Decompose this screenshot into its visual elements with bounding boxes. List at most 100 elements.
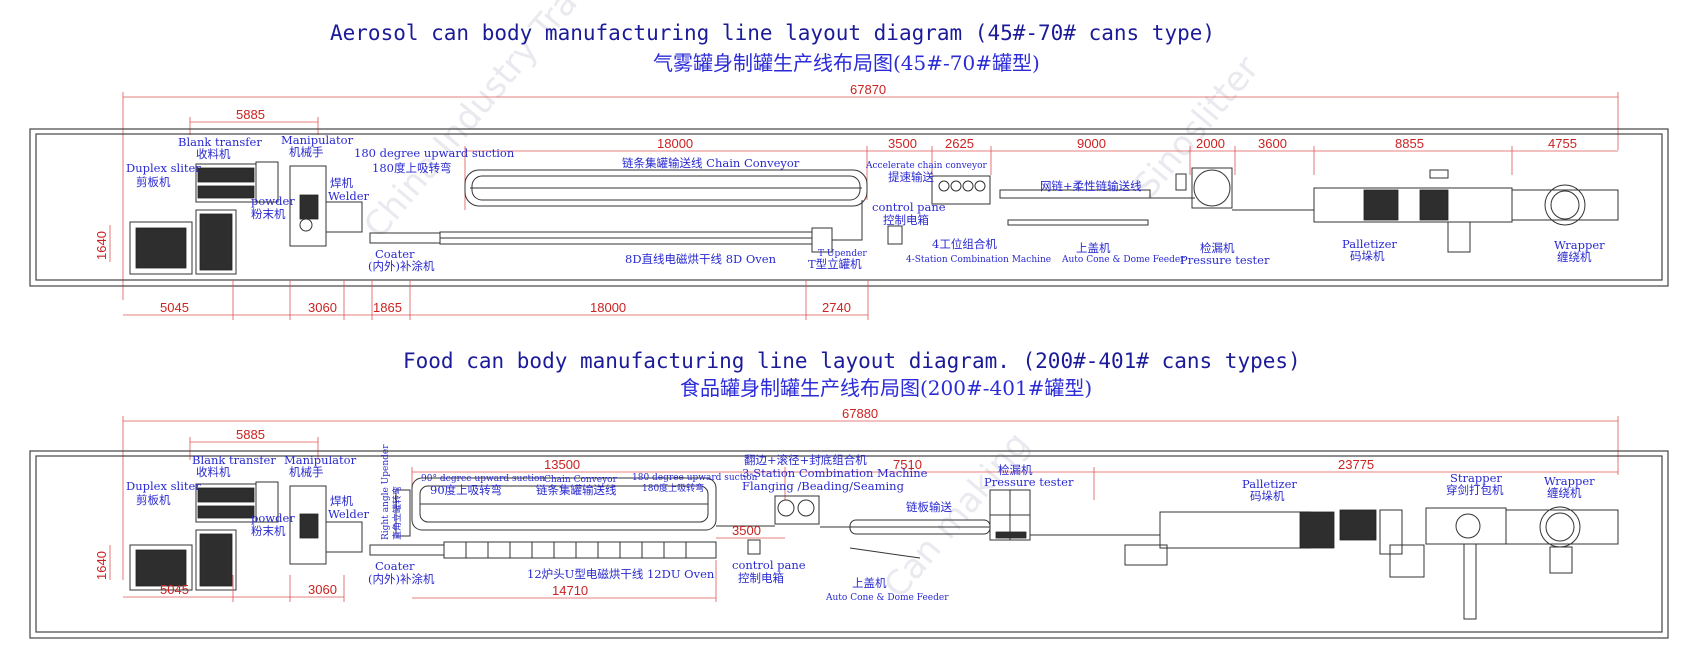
label-accelerate-conveyor-cn: 提速输送: [888, 170, 934, 184]
dim-label: 2625: [945, 136, 974, 151]
dim-label: 9000: [1077, 136, 1106, 151]
label-flanging: Flanging /Beading/Seaming: [742, 479, 905, 493]
label-blank-transfer-cn: 收料机: [196, 147, 231, 161]
bottom-segment-dims: 13500 7510 23775: [411, 457, 1618, 500]
label-manipulator-cn: 机械手: [289, 145, 324, 159]
top-mesh-conveyor: [999, 189, 1195, 226]
label-control-panel-cn: 控制电箱: [738, 571, 784, 585]
label-coater: Coater: [375, 559, 415, 573]
bottom-frame-inner: [35, 455, 1663, 633]
label-suction-180: 180 degree upward suction: [632, 473, 758, 483]
dim-label: 1640: [94, 231, 109, 260]
bottom-3-station-machine: [716, 495, 820, 555]
top-total-dimension: 67870: [122, 82, 1619, 300]
label-chain-conveyor: Chain Conveyor: [544, 475, 618, 485]
top-palletizer: [1232, 169, 1513, 253]
dim-label: 23775: [1338, 457, 1374, 472]
top-dim-1640: 1640: [94, 225, 111, 262]
top-blank-transfer: [195, 161, 279, 203]
label-suction-90: 90° degree upward suction: [421, 474, 545, 484]
label-wrapper-cn: 缠绕机: [1557, 250, 1592, 264]
label-control-panel: control pane: [732, 558, 806, 572]
dim-label: 14710: [552, 583, 588, 598]
dim-label: 3060: [308, 300, 337, 315]
label-chain-conveyor: 链条集罐输送线 Chain Conveyor: [622, 156, 800, 170]
dim-label: 5045: [160, 300, 189, 315]
label-oven: 8D直线电磁烘干线 8D Oven: [625, 252, 777, 266]
bottom-total-dimension: 67880: [122, 406, 1619, 580]
top-title-cn: 气雾罐身制罐生产线布局图(45#-70#罐型): [653, 51, 1040, 75]
label-palletizer-cn: 码垛机: [1250, 489, 1285, 503]
dim-label: 1865: [373, 300, 402, 315]
label-pressure-tester-cn: 检漏机: [998, 463, 1033, 477]
dim-label: 3500: [732, 523, 761, 538]
label-control-panel-cn: 控制电箱: [883, 213, 929, 227]
label-control-panel: control pane: [872, 200, 946, 214]
top-upender: [811, 200, 863, 253]
label-welder-cn: 焊机: [330, 494, 353, 508]
dim-label: 67870: [850, 82, 886, 97]
label-duplex-slitter: Duplex sliter: [126, 479, 201, 493]
bottom-oven: [369, 541, 717, 559]
label-suction-180: 180 degree upward suction: [354, 146, 515, 160]
label-coater-cn: (内外)补涂机: [368, 572, 435, 586]
bottom-duplex-slitter: [129, 529, 237, 591]
bottom-chain-conveyor: [411, 477, 717, 531]
label-powder-cn: 粉末机: [251, 207, 286, 221]
dim-label: 7510: [893, 457, 922, 472]
top-pressure-tester: [1175, 167, 1233, 209]
bottom-dim-1640: 1640: [94, 545, 111, 580]
label-3-station: 3-Station Combination Machine: [742, 466, 928, 480]
label-strapper-cn: 穿剑打包机: [1446, 483, 1504, 497]
bottom-title-en: Food can body manufacturing line layout …: [403, 349, 1301, 373]
label-cone-feeder-cn: 上盖机: [852, 576, 887, 590]
label-chain-conveyor-cn: 链条集罐输送线: [536, 483, 617, 497]
label-chain-plate: 链板输送: [906, 500, 952, 514]
dim-label: 3500: [888, 136, 917, 151]
label-manipulator: Manipulator: [284, 453, 357, 467]
label-duplex-slitter: Duplex sliter: [126, 161, 201, 175]
bottom-title-cn: 食品罐身制罐生产线布局图(200#-401#罐型): [680, 376, 1092, 400]
label-wrapper: Wrapper: [1544, 474, 1595, 488]
label-palletizer: Palletizer: [1342, 237, 1397, 251]
dim-label: 2740: [822, 300, 851, 315]
label-pressure-tester: Pressure tester: [1180, 253, 1270, 267]
label-blank-transfer: Blank transfer: [192, 453, 276, 467]
label-blank-transfer: Blank transfer: [178, 135, 262, 149]
label-powder: powder: [251, 194, 295, 208]
bottom-blank-transfer: [195, 481, 279, 523]
label-cone-feeder: Auto Cone & Dome Feeder: [1061, 255, 1185, 265]
dim-label: 3600: [1258, 136, 1287, 151]
label-welder: Welder: [328, 507, 370, 521]
label-coater-cn: (内外)补涂机: [368, 259, 435, 273]
bottom-strapper: [1425, 507, 1507, 620]
dim-label: 18000: [590, 300, 626, 315]
label-3-station-cn: 翻边+滚径+封底组合机: [744, 453, 867, 467]
label-upender: Right angle Upender: [381, 444, 391, 540]
dim-label: 5045: [160, 582, 189, 597]
label-blank-transfer-cn: 收料机: [196, 465, 231, 479]
bottom-manipulator-welder: [289, 485, 363, 565]
label-coater: Coater: [375, 247, 415, 261]
label-duplex-slitter-cn: 剪板机: [136, 493, 171, 507]
watermark-text: Sinoslitter: [1126, 49, 1267, 206]
top-title-en: Aerosol can body manufacturing line layo…: [330, 21, 1215, 45]
label-suction-180-cn: 180度上吸转弯: [372, 161, 451, 175]
dim-label: 8855: [1395, 136, 1424, 151]
label-cone-feeder-cn: 上盖机: [1076, 241, 1111, 255]
dim-label: 5885: [236, 427, 265, 442]
top-4-station-machine: [887, 175, 991, 245]
bottom-wrapper: [1505, 506, 1619, 574]
label-cone-feeder: Auto Cone & Dome Feeder: [825, 593, 949, 603]
top-segment-dims: 18000 3500 2625 9000 2000 3600 8855 4755: [464, 136, 1618, 210]
label-accelerate-conveyor: Accelerate chain conveyor: [865, 161, 987, 171]
top-chain-conveyor: [464, 169, 868, 207]
label-mesh-conveyor: 网链+柔性链输送线: [1040, 179, 1142, 193]
label-pressure-tester: Pressure tester: [984, 475, 1074, 489]
label-duplex-slitter-cn: 剪板机: [136, 175, 171, 189]
label-upender: T Upender: [818, 249, 867, 259]
label-wrapper: Wrapper: [1554, 238, 1605, 252]
label-upender-cn: 直角立罐转弯: [391, 486, 403, 540]
label-palletizer-cn: 码垛机: [1350, 249, 1385, 263]
label-welder-cn: 焊机: [330, 176, 353, 190]
